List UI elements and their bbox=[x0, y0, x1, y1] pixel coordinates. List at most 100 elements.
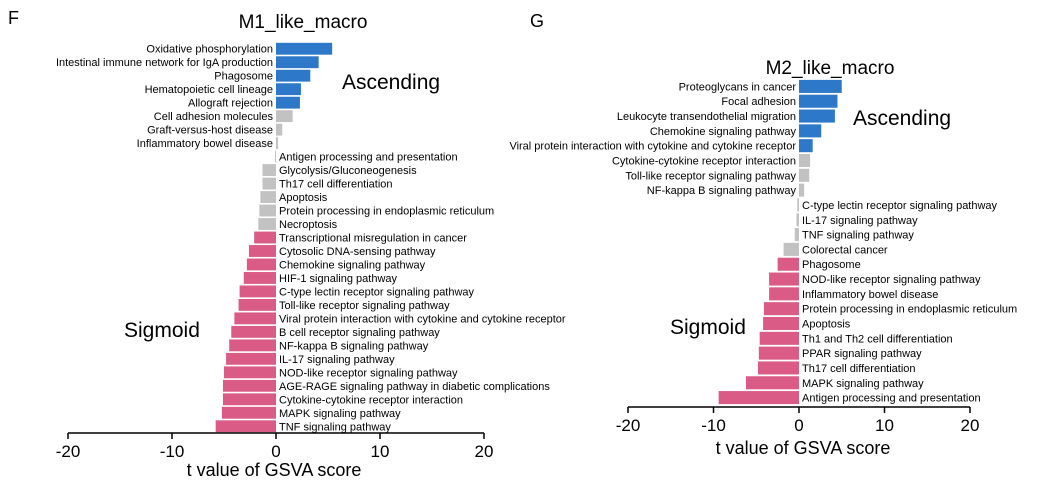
bar bbox=[276, 69, 311, 82]
chart-title: M2_like_macro bbox=[766, 58, 895, 79]
bar bbox=[222, 393, 276, 406]
bar-label: Apoptosis bbox=[279, 192, 328, 204]
x-tick-label: 10 bbox=[875, 416, 894, 435]
bar bbox=[794, 228, 799, 242]
bar bbox=[274, 150, 276, 163]
bar-label: B cell receptor signaling pathway bbox=[279, 327, 440, 339]
bar bbox=[276, 123, 283, 136]
bar bbox=[222, 379, 276, 392]
bar-label: C-type lectin receptor signaling pathway bbox=[802, 200, 998, 212]
chart-title: M1_like_macro bbox=[239, 12, 368, 33]
bar bbox=[215, 420, 276, 433]
bar-label: Th17 cell differentiation bbox=[802, 363, 916, 375]
bar bbox=[224, 366, 276, 379]
bar-label: IL-17 signaling pathway bbox=[802, 215, 918, 227]
bar bbox=[226, 352, 276, 365]
bar-label: Apoptosis bbox=[802, 319, 851, 331]
bar-label: Transcriptional misregulation in cancer bbox=[279, 233, 467, 245]
bar-label: HIF-1 signaling pathway bbox=[279, 273, 398, 285]
bar-label: Protein processing in endoplasmic reticu… bbox=[279, 206, 494, 218]
x-tick-label: 20 bbox=[961, 416, 980, 435]
bar bbox=[276, 56, 319, 69]
bar bbox=[260, 191, 276, 203]
bar-label: Cytokine-cytokine receptor interaction bbox=[612, 156, 796, 168]
bar bbox=[799, 109, 835, 123]
bar bbox=[259, 204, 276, 217]
bar-label: Oxidative phosphorylation bbox=[146, 44, 273, 56]
bar-label: NF-kappa B signaling pathway bbox=[279, 340, 429, 352]
group-label-sigmoid: Sigmoid bbox=[670, 316, 746, 339]
x-tick-label: -20 bbox=[56, 442, 81, 461]
bar bbox=[276, 110, 293, 123]
group-label-ascending: Ascending bbox=[853, 107, 951, 130]
bar-label: Cell adhesion molecules bbox=[154, 111, 274, 123]
bar bbox=[718, 391, 799, 405]
bar bbox=[799, 124, 822, 138]
bar-label: Proteoglycans in cancer bbox=[679, 81, 797, 93]
bar bbox=[262, 177, 276, 190]
bar-label: Th1 and Th2 cell differentiation bbox=[802, 333, 953, 345]
bar-label: TNF signaling pathway bbox=[802, 230, 914, 242]
group-label-sigmoid: Sigmoid bbox=[124, 319, 200, 342]
bar bbox=[799, 79, 842, 93]
bar-label: MAPK signaling pathway bbox=[279, 408, 401, 420]
bar bbox=[258, 218, 276, 230]
bar-label: Th17 cell differentiation bbox=[279, 179, 393, 191]
bar bbox=[239, 285, 276, 298]
bar-label: Antigen processing and presentation bbox=[802, 393, 981, 405]
bar-label: Colorectal cancer bbox=[802, 244, 888, 256]
bar-label: TNF signaling pathway bbox=[279, 421, 391, 433]
bar-label: Viral protein interaction with cytokine … bbox=[279, 313, 566, 325]
bar-label: Cytokine-cytokine receptor interaction bbox=[279, 394, 463, 406]
bar-label: Chemokine signaling pathway bbox=[279, 259, 426, 271]
bar-label: Inflammatory bowel disease bbox=[137, 138, 273, 150]
bar-label: Inflammatory bowel disease bbox=[802, 289, 938, 301]
bar-label: PPAR signaling pathway bbox=[802, 348, 922, 360]
bar bbox=[769, 272, 799, 286]
bar bbox=[238, 298, 276, 311]
x-tick-label: -10 bbox=[701, 416, 726, 435]
bar-label: Toll-like receptor signaling pathway bbox=[279, 300, 450, 312]
bar-label: Necroptosis bbox=[279, 219, 338, 231]
bar bbox=[276, 42, 333, 55]
x-tick-label: 20 bbox=[475, 442, 494, 461]
x-tick-label: 0 bbox=[271, 442, 280, 461]
bar bbox=[276, 96, 300, 109]
x-axis-title: t value of GSVA score bbox=[187, 460, 362, 480]
bar-label: Cytosolic DNA-sensing pathway bbox=[279, 246, 436, 258]
bar bbox=[777, 257, 800, 271]
panel-letter: G bbox=[530, 11, 544, 31]
bar bbox=[745, 376, 799, 390]
bar-label: Protein processing in endoplasmic reticu… bbox=[802, 304, 1017, 316]
x-tick-label: -20 bbox=[616, 416, 641, 435]
bar-label: Chemokine signaling pathway bbox=[650, 126, 797, 138]
bar bbox=[757, 361, 799, 375]
bar bbox=[799, 168, 810, 182]
bar-label: Glycolysis/Gluconeogenesis bbox=[279, 165, 417, 177]
bar-label: NF-kappa B signaling pathway bbox=[647, 185, 797, 197]
bar bbox=[799, 139, 813, 153]
bar-label: Toll-like receptor signaling pathway bbox=[625, 170, 796, 182]
x-tick-label: 0 bbox=[794, 416, 803, 435]
bar bbox=[276, 83, 301, 96]
bar bbox=[796, 213, 799, 227]
bar bbox=[234, 312, 276, 325]
bar-label: AGE-RAGE signaling pathway in diabetic c… bbox=[279, 381, 550, 393]
group-label-ascending: Ascending bbox=[342, 71, 440, 94]
bar bbox=[799, 153, 811, 168]
bar-label: NOD-like receptor signaling pathway bbox=[279, 367, 458, 379]
bar-label: Hematopoietic cell lineage bbox=[145, 84, 273, 96]
bar-label: Phagosome bbox=[214, 71, 273, 83]
bar-label: MAPK signaling pathway bbox=[802, 378, 924, 390]
bar bbox=[783, 242, 799, 256]
bar-label: C-type lectin receptor signaling pathway bbox=[279, 286, 475, 298]
bar bbox=[248, 245, 276, 257]
bar bbox=[246, 258, 276, 271]
bar bbox=[799, 94, 838, 108]
bar bbox=[231, 325, 276, 338]
bar bbox=[221, 406, 276, 419]
bar bbox=[763, 316, 799, 331]
